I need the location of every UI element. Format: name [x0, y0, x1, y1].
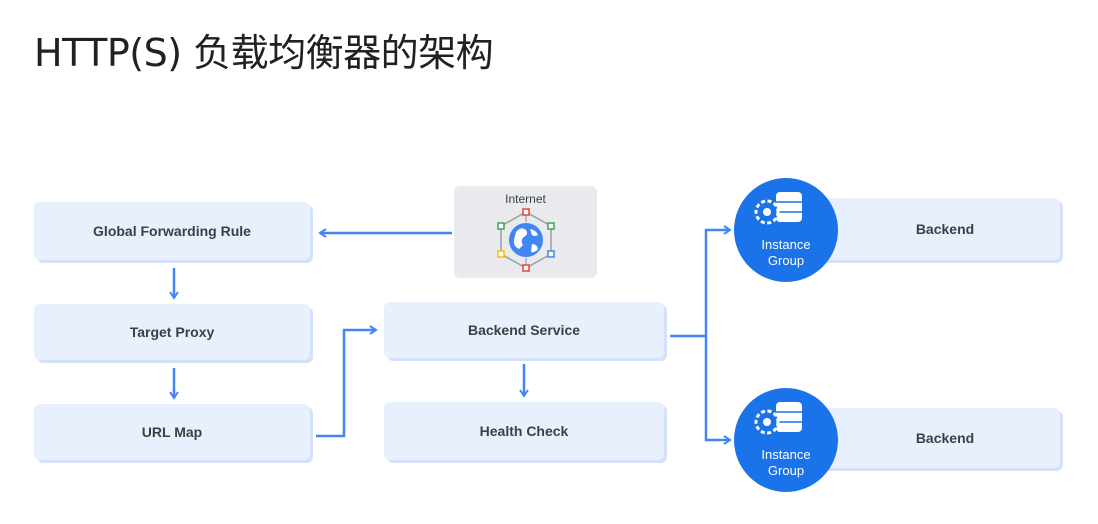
- global-forwarding-rule-label: Global Forwarding Rule: [93, 223, 251, 239]
- instance-group-top-line2: Group: [768, 253, 804, 268]
- health-check-box: Health Check: [384, 402, 664, 460]
- global-forwarding-rule-box: Global Forwarding Rule: [34, 202, 310, 260]
- target-proxy-label: Target Proxy: [129, 324, 215, 340]
- backend-service-label: Backend Service: [467, 322, 581, 338]
- gear-database-icon: [754, 192, 802, 225]
- instance-group-bottom-line1: Instance: [761, 447, 810, 462]
- instance-group-top: Instance Group: [734, 178, 838, 282]
- instance-group-bottom: Instance Group: [734, 388, 838, 492]
- globe-network-icon: [497, 208, 555, 272]
- page-title: HTTP(S) 负载均衡器的架构: [34, 31, 494, 75]
- url-map-box: URL Map: [34, 404, 310, 460]
- backend-bottom-label: Backend: [915, 430, 975, 446]
- backend-top-label: Backend: [915, 221, 975, 237]
- internet-label: Internet: [505, 192, 546, 206]
- arrow-to-instance-group-top: [704, 225, 732, 336]
- health-check-label: Health Check: [479, 423, 569, 439]
- arrow-urlmap-to-backend-service: [316, 325, 378, 438]
- instance-group-bottom-line2: Group: [768, 463, 804, 478]
- target-proxy-box: Target Proxy: [34, 304, 310, 360]
- arrow-to-instance-group-bottom: [704, 336, 732, 445]
- gear-database-icon: [754, 402, 802, 435]
- instance-group-top-line1: Instance: [761, 237, 810, 252]
- backend-service-box: Backend Service: [384, 302, 664, 358]
- url-map-label: URL Map: [141, 424, 203, 440]
